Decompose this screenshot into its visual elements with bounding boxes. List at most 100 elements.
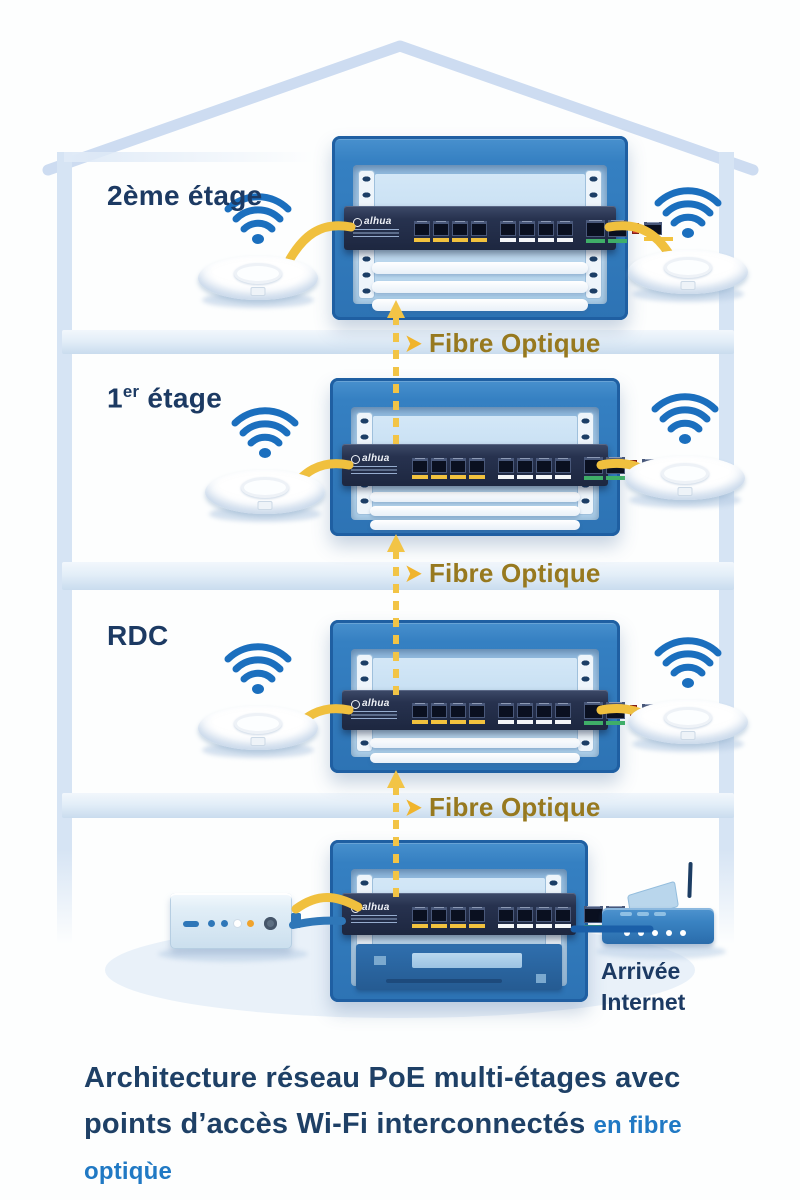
- wifi-ap-rdc-left: [193, 642, 323, 758]
- wifi-ap-floor2-right: [623, 186, 753, 302]
- blank-panel: [372, 299, 588, 311]
- switch-spec-text: [351, 466, 397, 476]
- rj45-poe-port: [469, 906, 485, 928]
- eave-shade: [64, 152, 314, 162]
- diagram-caption: Architecture réseau PoE multi-étages ave…: [84, 1056, 764, 1193]
- ap-disc: [205, 470, 325, 514]
- blank-panel: [370, 492, 580, 502]
- caption-line2-main: points d’accès Wi-Fi interconnectés: [84, 1107, 586, 1140]
- device-panel: [412, 953, 522, 968]
- modem-port: [291, 913, 301, 928]
- rj45-poe-port: [536, 457, 552, 479]
- wifi-ap-floor2-left: [193, 192, 323, 308]
- floor-label-2: 2ème étage: [107, 180, 263, 211]
- poe-switch-rdc: alhua: [342, 690, 671, 730]
- rj45-poe-port: [517, 906, 533, 928]
- rj45-poe-port: [517, 457, 533, 479]
- switch-brand: alhua: [351, 454, 405, 464]
- ap-disc: [198, 256, 318, 300]
- rj45-poe-port: [414, 220, 430, 242]
- rj45-poe-port: [498, 906, 514, 928]
- wifi-signal-icon: [654, 187, 722, 238]
- blank-panel: [370, 520, 580, 530]
- rj45-poe-port: [500, 220, 516, 242]
- rj45-uplink-port: [586, 219, 605, 243]
- wifi-signal-icon: [651, 393, 719, 444]
- poe-switch-floor-1: alhua: [342, 444, 671, 486]
- fibre-label-text: Fibre Optique: [428, 328, 601, 358]
- wifi-ap-floor1-left: [200, 406, 330, 522]
- modem-led: [208, 920, 215, 927]
- blank-panel: [370, 738, 580, 748]
- router-vents: [620, 912, 666, 916]
- rj45-poe-port: [469, 702, 485, 724]
- switch-logo: alhua: [351, 903, 405, 925]
- floor1-num: 1: [107, 382, 123, 414]
- antenna-icon: [687, 861, 693, 899]
- floor-slab-1: [62, 330, 734, 354]
- fibre-optique-label-2: ➤ Fibre Optique: [405, 558, 601, 589]
- modem-shadow: [158, 946, 308, 962]
- rack-floor-2: alhua: [332, 136, 673, 320]
- switch-brand: alhua: [353, 217, 407, 227]
- floor-slab-2: [62, 562, 734, 590]
- fibre-optique-label-3: ➤ Fibre Optique: [405, 792, 601, 823]
- rack-basement: alhua: [330, 840, 671, 1002]
- switch-logo: alhua: [351, 699, 405, 721]
- rj45-poe-port: [519, 220, 535, 242]
- rj45-uplink-port: [584, 905, 603, 929]
- rj45-poe-port: [412, 457, 428, 479]
- poe-switch-floor-2: alhua: [344, 206, 673, 250]
- rack-shelf-device: [356, 944, 562, 990]
- rj45-poe-port: [412, 906, 428, 928]
- caption-line2-accent: en fibre optiqùe: [84, 1111, 682, 1185]
- rack-floor-1: alhua: [330, 378, 671, 536]
- floor-slab-3: [62, 793, 734, 818]
- rj45-uplink-port: [584, 701, 603, 725]
- rj45-poe-port: [555, 702, 571, 724]
- poe-switch-basement: alhua: [342, 893, 671, 935]
- fibre-optique-label-1: ➤ Fibre Optique: [405, 328, 601, 359]
- rj45-poe-port: [431, 702, 447, 724]
- blank-panel: [372, 281, 588, 293]
- switch-spec-text: [351, 711, 397, 721]
- modem-led: [183, 921, 199, 927]
- rj45-poe-port: [412, 702, 428, 724]
- floor-label-rdc: RDC: [107, 620, 169, 651]
- rj45-poe-port: [450, 702, 466, 724]
- blank-panel: [370, 753, 580, 763]
- ap-disc: [198, 706, 318, 750]
- switch-spec-text: [353, 229, 399, 239]
- blank-panel: [372, 262, 588, 274]
- caption-line1: Architecture réseau PoE multi-étages ave…: [84, 1062, 681, 1094]
- ap-disc: [625, 456, 745, 500]
- rj45-poe-port: [431, 457, 447, 479]
- rj45-poe-port: [471, 220, 487, 242]
- modem-led: [234, 920, 241, 927]
- rj45-poe-port: [538, 220, 554, 242]
- switch-logo: alhua: [353, 217, 407, 239]
- rj45-poe-port: [433, 220, 449, 242]
- fibre-arrow-icon: ➤: [405, 794, 422, 821]
- switch-brand: alhua: [351, 699, 405, 709]
- floor-label-1: 1er étage: [107, 382, 222, 414]
- fibre-label-text: Fibre Optique: [428, 558, 601, 588]
- fibre-arrow-icon: ➤: [405, 560, 422, 587]
- fibre-arrow-icon: ➤: [405, 330, 422, 357]
- floor1-sup: er: [122, 382, 140, 401]
- device-detail: [386, 979, 502, 983]
- rj45-poe-port: [431, 906, 447, 928]
- modem-led: [221, 920, 228, 927]
- fibre-label-text: Fibre Optique: [428, 792, 601, 822]
- router-shadow: [596, 944, 726, 959]
- internet-arrival-label: Arrivée Internet: [601, 958, 686, 1016]
- left-wall: [57, 152, 72, 944]
- rj45-poe-port: [536, 702, 552, 724]
- floor1-rest: étage: [139, 382, 223, 414]
- modem-knob: [264, 917, 277, 930]
- rj45-poe-port: [536, 906, 552, 928]
- rj45-poe-port: [517, 702, 533, 724]
- wifi-signal-icon: [224, 643, 292, 694]
